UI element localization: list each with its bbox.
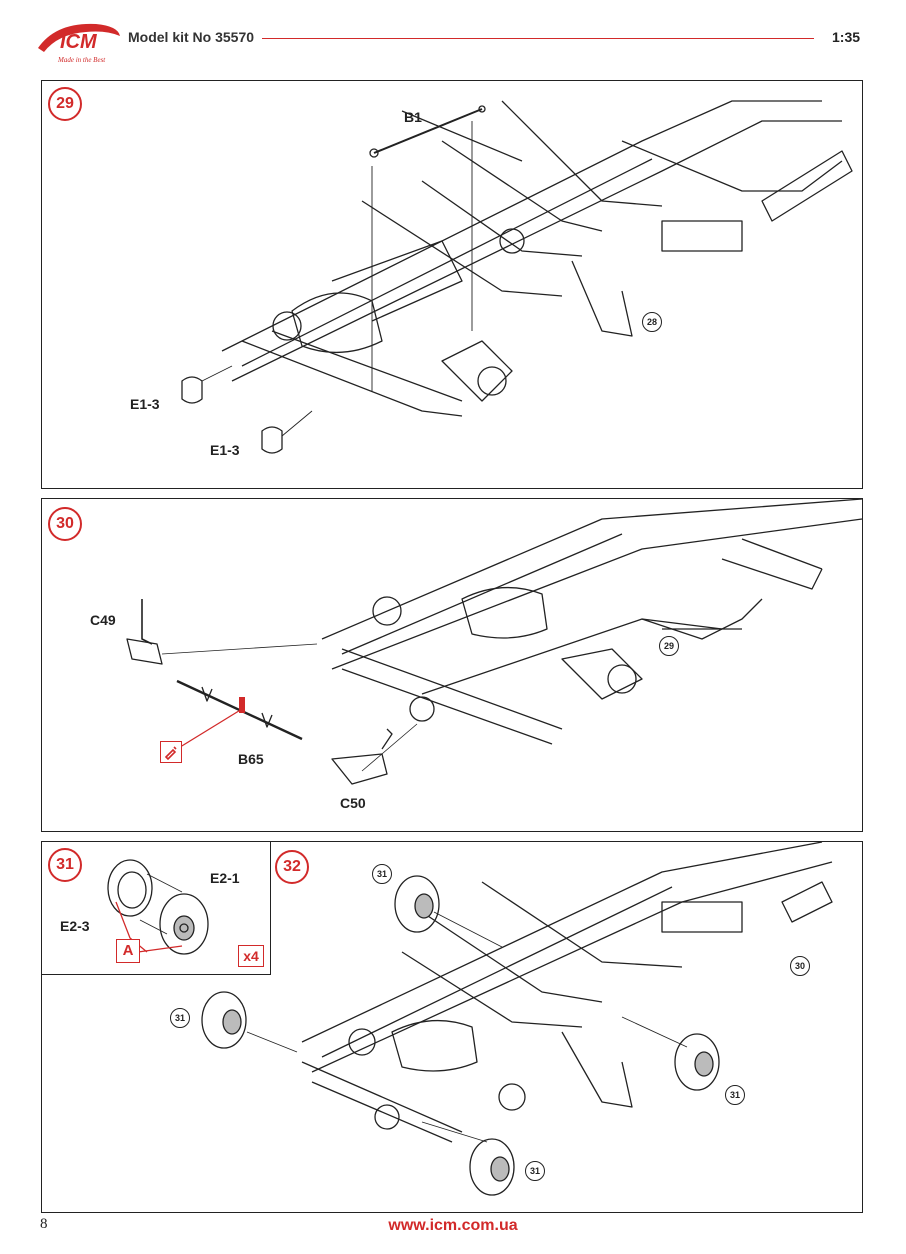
- scale-label: 1:35: [832, 29, 861, 45]
- icm-logo-icon: ICM Made in the Best: [38, 23, 120, 64]
- svg-text:ICM: ICM: [60, 31, 98, 53]
- svg-text:Made in the Best: Made in the Best: [57, 56, 106, 64]
- previous-step-reference: 29: [659, 636, 679, 656]
- step-number-badge: 31: [48, 848, 82, 882]
- page-header: ICM Made in the Best Model kit No 35570 …: [0, 0, 906, 74]
- step-number-badge: 29: [48, 87, 82, 121]
- step-29-panel: 29 B1 E1-3 E1-3 28: [41, 80, 863, 489]
- part-label-c50: C50: [340, 795, 366, 811]
- paint-reference-a: A: [116, 939, 140, 963]
- step-30-panel: 30 C49 B65 C50 29: [41, 498, 863, 832]
- quantity-badge: x4: [238, 945, 264, 967]
- wheel-reference: 31: [525, 1161, 545, 1181]
- step-number-badge: 32: [275, 850, 309, 884]
- step-31-panel: 31 E2-1 E2-3 A x4: [41, 841, 271, 975]
- step-number-badge: 30: [48, 507, 82, 541]
- wheel-reference: 31: [372, 864, 392, 884]
- step-32-chassis-drawing: [201, 842, 833, 1196]
- part-label-c49: C49: [90, 612, 116, 628]
- wheel-reference: 31: [170, 1008, 190, 1028]
- wheel-reference: 31: [725, 1085, 745, 1105]
- previous-step-reference: 30: [790, 956, 810, 976]
- kit-number: Model kit No 35570: [128, 29, 255, 45]
- step-29-chassis-drawing: [181, 100, 853, 454]
- part-label-e1-3: E1-3: [210, 442, 240, 458]
- part-label-e2-1: E2-1: [210, 870, 240, 886]
- part-label-e2-3: E2-3: [60, 918, 90, 934]
- part-label-e1-3: E1-3: [130, 396, 160, 412]
- glue-icon: [160, 741, 182, 763]
- header-divider: [262, 38, 814, 39]
- previous-step-reference: 28: [642, 312, 662, 332]
- part-label-b1: B1: [404, 109, 422, 125]
- page-number: 8: [40, 1216, 48, 1232]
- step-31-wheel-drawing: [107, 859, 209, 955]
- step-30-chassis-drawing: [126, 499, 862, 785]
- part-label-b65: B65: [238, 751, 264, 767]
- website-link[interactable]: www.icm.com.ua: [388, 1217, 518, 1234]
